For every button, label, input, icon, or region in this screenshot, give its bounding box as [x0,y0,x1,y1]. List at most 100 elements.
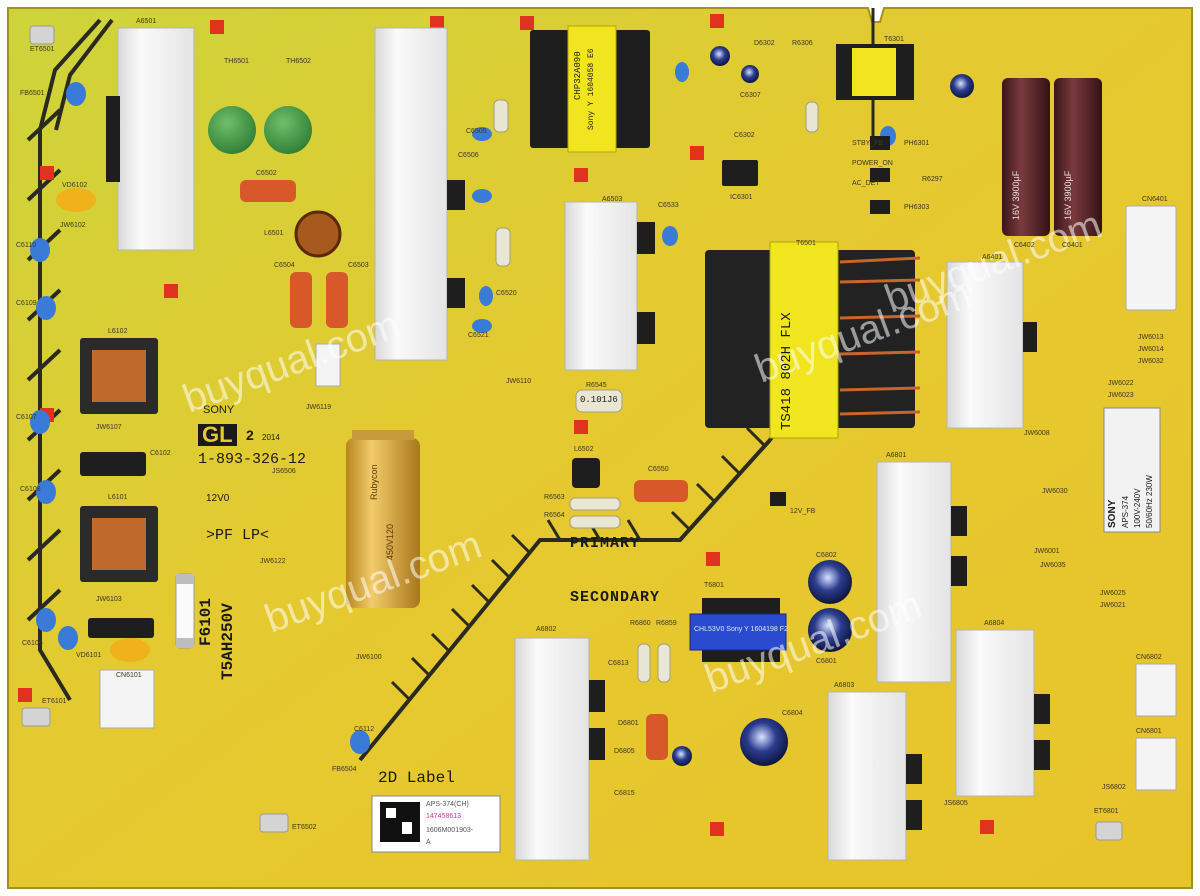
ref-label: C6804 [782,710,803,717]
ref-label: PH6301 [904,140,930,147]
ref-label: A6501 [136,18,157,25]
ref-label: JW6119 [306,404,332,411]
resistor-text: 0.101J6 [580,395,618,405]
film-capacitors [240,180,688,760]
heatsinks [117,27,1035,861]
ref-label: JW6023 [1108,392,1134,399]
silk-sony: SONY [203,404,235,416]
ref-label: JW6022 [1108,380,1134,387]
ref-label: C6802 [816,552,837,559]
rating-input: 100V-240V [1133,488,1142,528]
ref-label: T6501 [796,240,816,247]
ref-label: JW6107 [96,424,122,431]
transformer-top-text1: CHP32A090 [573,51,583,100]
ref-label: C6401 [1062,242,1083,249]
capacitor-value: 450V120 [385,523,395,560]
ref-label: FB6501 [20,90,45,97]
sticker-line2: 147458613 [426,813,462,820]
sticker-line3: 1606M001903- [426,827,474,834]
small-caps [30,62,896,754]
ref-label: A6401 [982,254,1003,261]
ref-label: C6108 [20,486,41,493]
ref-label: C6815 [614,790,635,797]
ref-label: JW6021 [1100,602,1126,609]
capacitor-brand: Rubycon [369,464,379,500]
ref-label: TH6502 [286,58,311,65]
main-transformer [705,241,921,439]
ref-label: C6107 [16,414,37,421]
sticker-line4: A [426,839,431,846]
transformer-top-text2: Sony Y 1604058 E6 [587,48,596,130]
transformer-main-text: TS418 802H FLX [779,312,795,430]
connectors [99,205,1177,791]
ref-label: R6859 [656,620,677,627]
ref-label: JW6102 [60,222,86,229]
sticker-line1: APS-374(CH) [426,801,469,808]
ref-label: D6302 [754,40,775,47]
round-capacitors [672,46,974,766]
ref-label: JW6030 [1042,488,1068,495]
ref-label: JW6014 [1138,346,1164,353]
ref-label: TH6501 [224,58,249,65]
ref-label: JW6013 [1138,334,1164,341]
cap-3900-text-1: 16V 3900µF [1011,170,1021,220]
ref-label: JS6506 [272,468,296,475]
ref-label: C6550 [648,466,669,473]
ref-label: VD6102 [62,182,88,189]
thermistors [208,106,312,154]
silk-ul: 12V0 [206,493,230,504]
silk-grade-suffix: 2 [246,427,254,443]
ref-label: JW6001 [1034,548,1060,555]
power-transistors [106,96,1050,830]
ref-label: C6106 [22,640,43,647]
ref-label: L6101 [108,494,128,501]
ref-label: C6503 [348,262,369,269]
silk-pf-lp: >PF LP< [206,527,270,544]
ref-label: JW6025 [1100,590,1126,597]
ref-label: L6502 [574,446,594,453]
silk-year: 2014 [262,433,280,442]
ref-label: C6502 [256,170,277,177]
ref-label: PH6303 [904,204,930,211]
ref-label: POWER_ON [852,160,893,167]
ref-label: ET6101 [42,698,67,705]
aux-transformer-t6301 [836,44,914,100]
ref-label: C6110 [16,242,37,249]
ref-label: C6801 [816,658,837,665]
bulk-capacitor [346,430,420,608]
ref-label: T6801 [704,582,724,589]
ref-label: C6533 [658,202,679,209]
ref-label: CN6801 [1136,728,1162,735]
ref-label: A6802 [536,626,557,633]
ref-label: A6503 [602,196,623,203]
ref-label: JS6802 [1102,784,1126,791]
ref-label: JW6122 [260,558,286,565]
ref-label: C6307 [740,92,761,99]
ref-label: A6803 [834,682,855,689]
ref-label: ET6502 [292,824,317,831]
ref-label: L6102 [108,328,128,335]
ref-label: 12V_FB [790,508,816,515]
line-filter-chokes [80,338,158,582]
ref-label: JW6032 [1138,358,1164,365]
ref-label: CN6802 [1136,654,1162,661]
ref-label: C6813 [608,660,629,667]
sticker-2d-label [371,795,501,853]
ref-label: C6112 [354,726,375,733]
aux-transformer-text: CHL53V0 Sony Y 1604198 F2 [694,626,788,633]
black-components [80,136,890,638]
ref-label: C6302 [734,132,755,139]
ref-label: IC6301 [730,194,753,201]
ref-label: C6521 [468,332,489,339]
ref-label: A6801 [886,452,907,459]
ref-label: JS6805 [944,800,968,807]
ref-label: R6564 [544,512,565,519]
ref-label: C6102 [150,450,171,457]
ref-label: R6563 [544,494,565,501]
ref-label: JW6008 [1024,430,1050,437]
fuse-f6101 [175,573,195,649]
ref-label: C6109 [16,300,37,307]
ref-label: CN6401 [1142,196,1168,203]
ref-label: JW6110 [506,378,532,385]
